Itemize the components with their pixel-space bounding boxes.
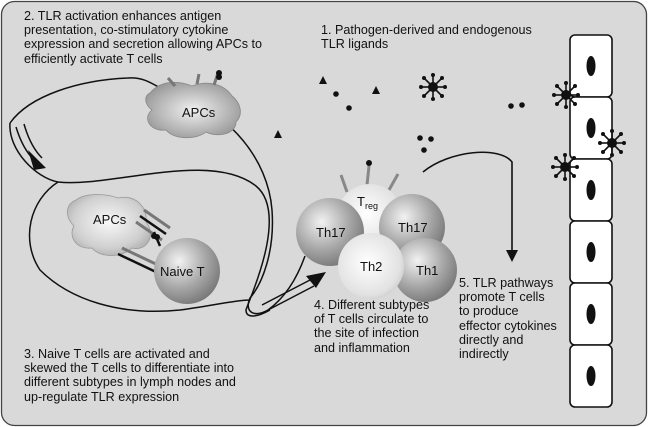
epithelial-cell-icon bbox=[569, 282, 613, 346]
naive-t-cell: Naive T bbox=[154, 238, 220, 304]
epithelial-cell-icon bbox=[569, 34, 613, 98]
triangle-ligand-icon bbox=[319, 76, 327, 84]
treg-label: Treg bbox=[357, 194, 378, 211]
afferent-arrow bbox=[15, 123, 46, 170]
step2-line: expression and secretion allowing APCs t… bbox=[24, 37, 263, 52]
step5-line: 5. TLR pathways bbox=[459, 276, 554, 290]
lymph-node-outline-inner bbox=[9, 122, 271, 317]
receptor-icon bbox=[195, 73, 201, 85]
dot-ligand-icon bbox=[154, 234, 160, 240]
step2-line: presentation, co-stimulatory cytokine bbox=[24, 23, 229, 38]
spiky-pathogen-icon bbox=[419, 73, 447, 101]
triangle-ligand-icon bbox=[372, 86, 380, 94]
th2-cell: Th2 bbox=[338, 233, 404, 299]
dot-ligand-icon bbox=[508, 103, 514, 109]
step4-word: subtypes bbox=[378, 298, 430, 312]
step3-line: skewed the T cells to differentiate into bbox=[24, 361, 235, 376]
step4-line: the site of infection bbox=[314, 326, 420, 341]
step2-annotation: 2. TLR activation enhances antigen prese… bbox=[24, 9, 262, 66]
dot-ligand-icon bbox=[417, 135, 423, 141]
lymph-node-outline-lower bbox=[28, 181, 251, 312]
epithelial-cell-column bbox=[569, 34, 613, 408]
spiky-pathogen-icon bbox=[598, 129, 626, 157]
receptor-icon bbox=[339, 174, 349, 193]
step1-line: 1. Pathogen-derived and endogenous bbox=[321, 23, 532, 37]
step5-annotation: 5. TLR pathways promote T cells to produ… bbox=[459, 276, 557, 361]
spiky-pathogen-icon bbox=[552, 81, 580, 109]
apc-top-label: APCs bbox=[182, 105, 216, 120]
apc-lymph-label: APCs bbox=[93, 212, 127, 227]
apc-top: APCs bbox=[145, 70, 241, 139]
epithelial-cell-icon bbox=[569, 344, 613, 408]
step2-line: efficiently activate T cells bbox=[24, 51, 163, 66]
dot-ligand-icon bbox=[428, 136, 434, 142]
step3-line: 3. Naive T cells are activated and bbox=[24, 347, 210, 361]
step4-line: 4. Different subtypes bbox=[314, 298, 429, 312]
step1-line: TLR ligands bbox=[321, 37, 389, 52]
spiky-pathogen-icon bbox=[551, 153, 579, 181]
epithelial-cell-icon bbox=[569, 158, 613, 222]
step3-annotation: 3. Naive T cells are activated and skewe… bbox=[24, 347, 236, 404]
step4-line: and inflammation bbox=[314, 340, 410, 355]
step4-word: 4. Different bbox=[314, 298, 376, 312]
ligand-triangles bbox=[274, 76, 380, 138]
th1-cell: Th1 bbox=[393, 238, 457, 302]
lymph-node-outline bbox=[9, 77, 306, 315]
step5-line: to produce bbox=[459, 304, 519, 319]
step3-line: different subtypes in lymph nodes and bbox=[24, 375, 236, 390]
dot-ligand-icon bbox=[216, 74, 222, 80]
receptor-icon bbox=[387, 173, 400, 191]
dot-ligand-icon bbox=[519, 102, 525, 108]
th17-left-label: Th17 bbox=[316, 225, 346, 240]
th2-label: Th2 bbox=[360, 259, 382, 274]
receptor-icon bbox=[365, 165, 371, 186]
th1-label: Th1 bbox=[416, 263, 438, 278]
t-cell-cluster: Treg Th17 Th17 Th1 Th2 bbox=[296, 160, 457, 302]
apc-lymph: APCs bbox=[67, 194, 151, 256]
th17-right-label: Th17 bbox=[398, 220, 428, 235]
triangle-ligand-icon bbox=[274, 130, 282, 138]
step4-line: of T cells circulate to bbox=[314, 312, 429, 327]
ligand-dots bbox=[154, 74, 525, 240]
step5-line: directly and bbox=[459, 332, 524, 347]
dot-ligand-icon bbox=[346, 105, 352, 111]
effector-arrow bbox=[422, 151, 518, 262]
step3-line: up-regulate TLR expression bbox=[24, 389, 180, 404]
step5-line: indirectly bbox=[459, 347, 509, 362]
immune-synapse bbox=[117, 208, 171, 274]
migration-arrow bbox=[261, 272, 326, 311]
step5-line: promote T cells bbox=[459, 290, 545, 305]
dot-ligand-icon bbox=[421, 147, 427, 153]
receptor-icon bbox=[166, 77, 177, 87]
step2-line: 2. TLR activation enhances antigen bbox=[24, 9, 222, 23]
epithelial-cell-icon bbox=[569, 220, 613, 284]
dot-ligand-icon bbox=[333, 91, 339, 97]
step1-annotation: 1. Pathogen-derived and endogenous TLR l… bbox=[321, 23, 532, 51]
dot-ligand-icon bbox=[366, 160, 372, 166]
naive-t-label: Naive T bbox=[160, 264, 205, 279]
step5-line: effector cytokines bbox=[459, 318, 557, 333]
step4-annotation: 4. Different subtypes of T cells circula… bbox=[314, 298, 429, 355]
